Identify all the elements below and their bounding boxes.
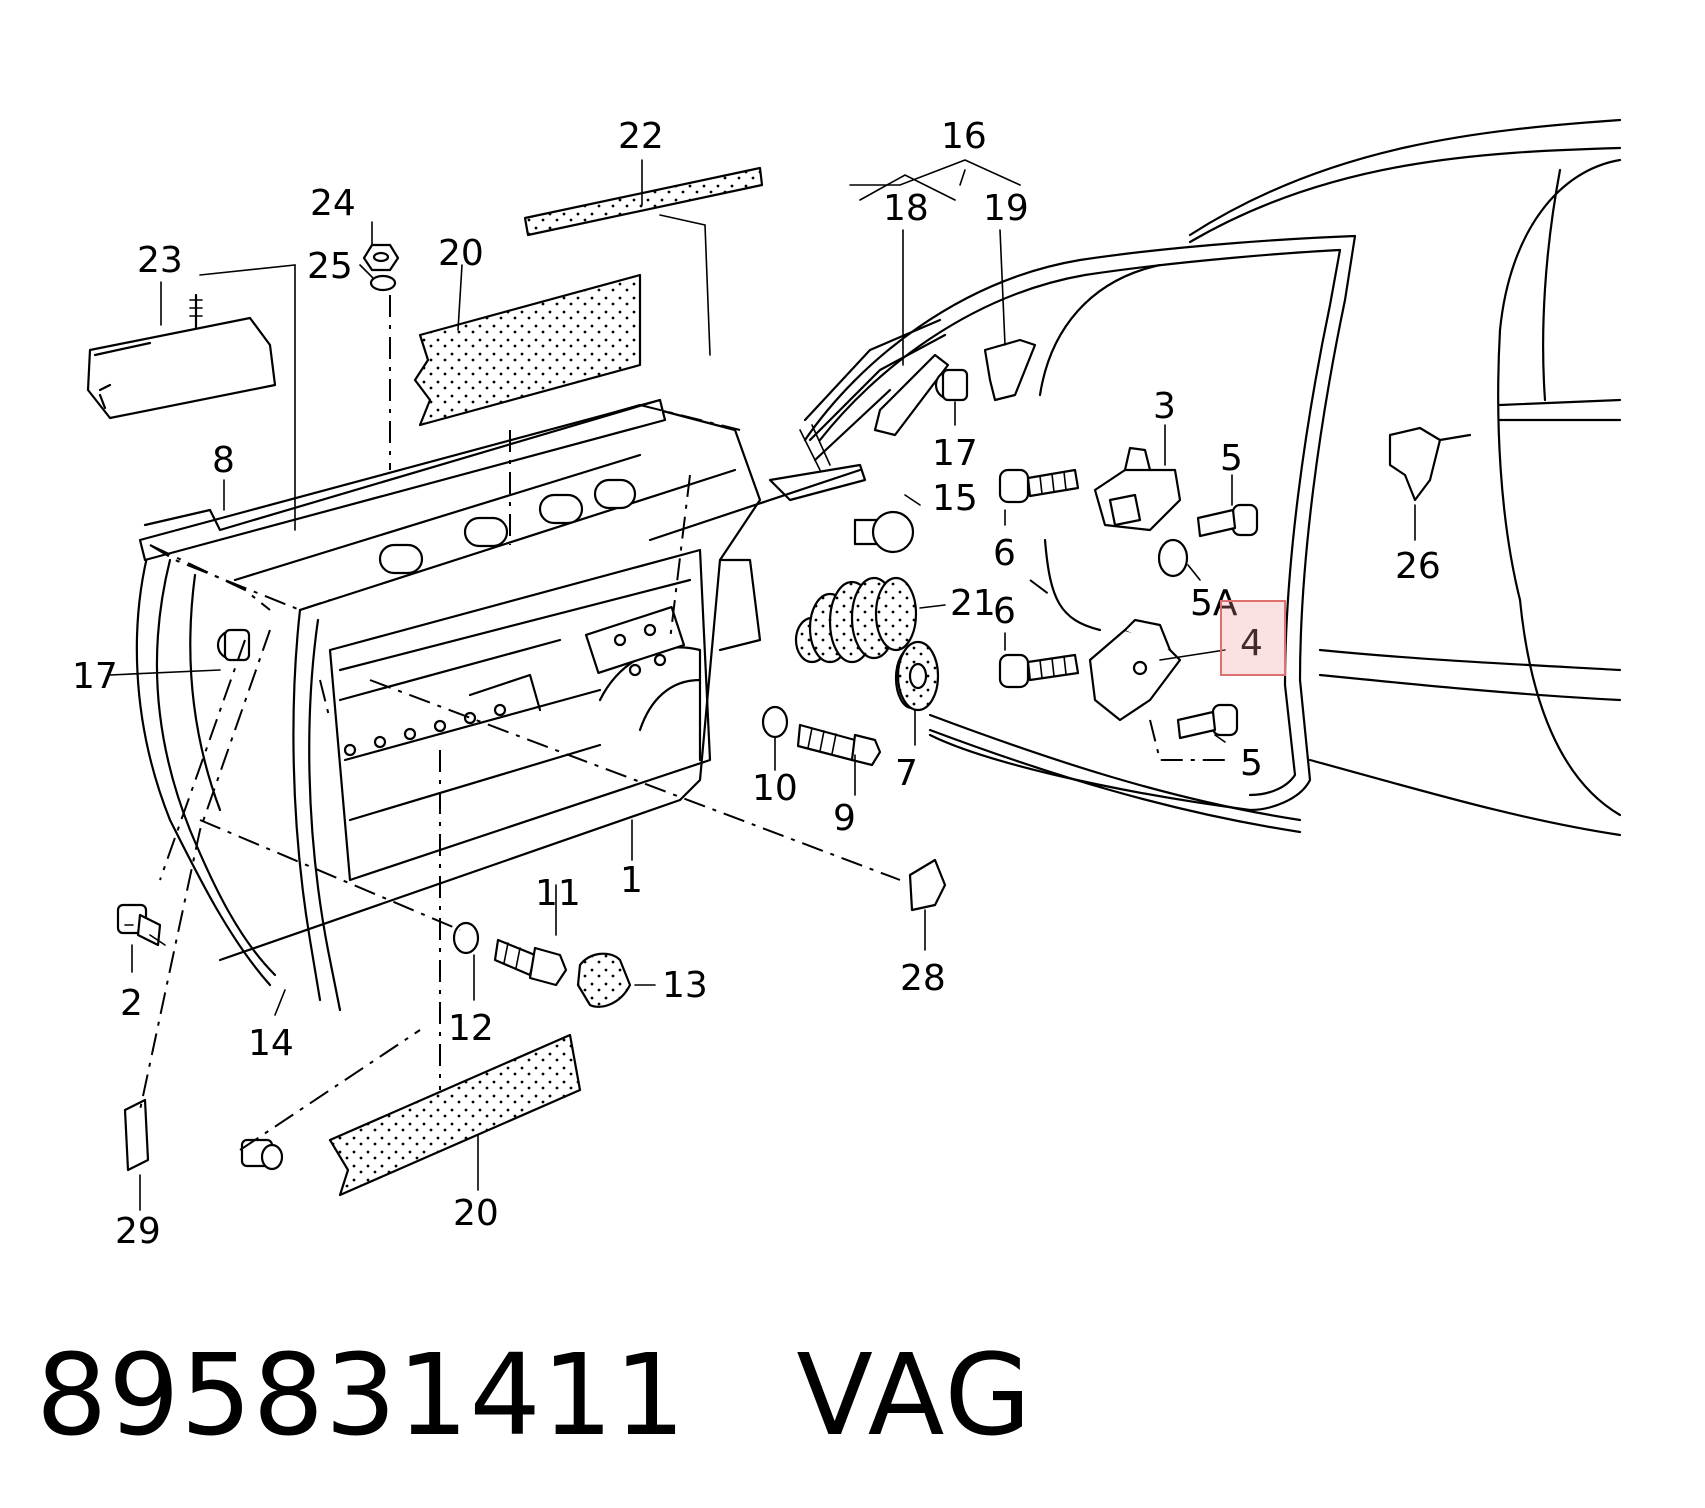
exploded-parts-diagram: 22 16 18 19 24 25 20 23 8 17 15 17 21 7 … [72,116,1622,1252]
callout-16: 16 [941,116,987,157]
washer-part-5A [1157,538,1189,578]
callout-17-left: 17 [72,656,118,697]
callout-6-bottom: 6 [993,591,1016,632]
callout-5A: 5A [1190,583,1238,624]
door-top-strip [138,398,667,562]
washer-part [369,274,397,292]
callout-12: 12 [448,1008,494,1049]
callout-24: 24 [310,183,356,224]
callout-labels: 22 16 18 19 24 25 20 23 8 17 15 17 21 7 … [72,116,1441,1252]
callout-17-top: 17 [932,433,978,474]
highlighted-callout-box [1220,600,1286,676]
door-openings [378,478,637,575]
bracket-part-26 [1388,426,1442,502]
hinge-bolt-bottom [998,653,1080,689]
pad-part-28 [908,858,947,912]
callout-4: 4 [1240,623,1263,664]
screw-part [189,293,203,330]
clip-part-17-left [216,628,251,662]
hinge-upper [1093,446,1182,532]
trim-block-part [86,316,277,420]
callout-25: 25 [307,246,353,287]
callout-15: 15 [932,478,978,519]
screw-part-5-bottom [1176,703,1239,740]
door-shell [135,403,762,1012]
callout-14: 14 [248,1023,294,1064]
insulation-panel-bottom [328,1033,582,1197]
callout-11: 11 [535,873,581,914]
callout-23: 23 [137,240,183,281]
callout-5-bottom: 5 [1240,743,1263,784]
brand-name: VAG [796,1331,1034,1461]
door-holes [343,623,667,757]
bolt-part-9 [796,723,882,767]
part-number: 895831411 [36,1331,687,1461]
callout-20-top: 20 [438,233,484,274]
callout-9: 9 [833,798,856,839]
callout-18: 18 [883,188,929,229]
grommet-part [894,640,940,712]
callout-20-bottom: 20 [453,1193,499,1234]
cap-part [576,952,632,1008]
callout-28: 28 [900,958,946,999]
callout-13: 13 [662,965,708,1006]
nut-part [362,243,400,272]
callout-5-top: 5 [1220,438,1243,479]
leader-lines [109,159,1416,1211]
clip-part-17-top [934,368,969,402]
callout-19: 19 [983,188,1029,229]
plug-part [853,510,915,554]
moulding-part-19 [983,338,1037,402]
callout-21: 21 [950,583,996,624]
hinge-lower [1088,618,1182,722]
insulation-panel-top [413,273,642,427]
callout-22: 22 [618,116,664,157]
callout-10: 10 [752,768,798,809]
callout-2: 2 [120,983,143,1024]
moulding-part-18 [873,353,950,437]
screw-part-5-top [1196,503,1259,538]
rubber-boot-part [794,576,918,664]
assembly-lines [139,295,1230,1151]
callout-26: 26 [1395,546,1441,587]
bolt-part-11 [493,938,568,987]
pad-part-29 [123,1098,150,1172]
clip-part-bottom [240,1138,284,1171]
callout-7: 7 [895,753,918,794]
callout-29: 29 [115,1211,161,1252]
callout-3: 3 [1153,386,1176,427]
hinge-bolt-top [998,468,1080,504]
callout-8: 8 [212,440,235,481]
part-footer: 895831411 VAG [36,1340,1033,1460]
washer-part-12 [452,921,480,955]
washer-part-10 [761,705,789,739]
callout-1: 1 [620,860,643,901]
sealing-strip-part [523,166,764,237]
callout-6-top: 6 [993,533,1016,574]
car-body-outline [799,118,1622,837]
